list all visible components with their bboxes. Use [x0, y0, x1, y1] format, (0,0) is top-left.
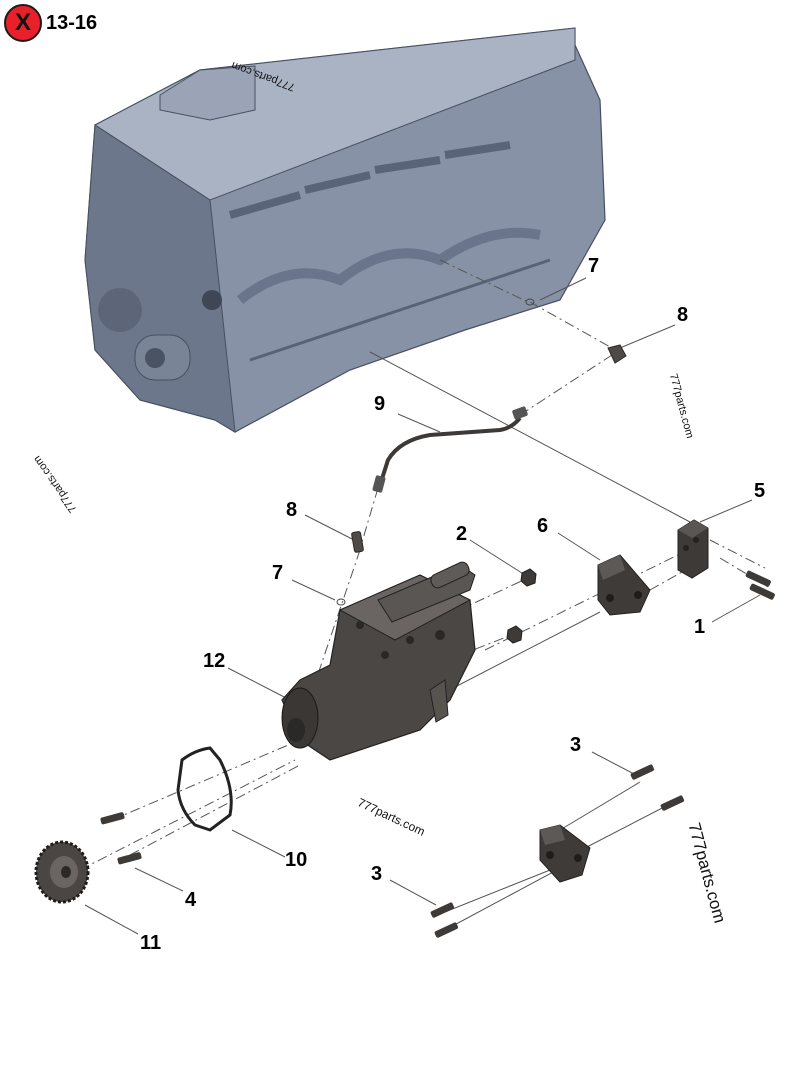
callout-3[interactable]: 3: [570, 734, 582, 756]
callout-10[interactable]: 10: [285, 849, 308, 871]
lower-bracket: [539, 824, 591, 883]
o-ring-7: [336, 598, 346, 606]
bolt-1: [745, 570, 775, 600]
callout-11[interactable]: 11: [140, 932, 162, 954]
callout-7[interactable]: 7: [272, 562, 284, 584]
diagram-header: X 13-16: [4, 4, 98, 42]
engine-block: [84, 27, 606, 433]
callout-1[interactable]: 1: [694, 616, 706, 638]
callout-3[interactable]: 3: [371, 863, 383, 885]
callout-6[interactable]: 6: [537, 515, 549, 537]
callout-7[interactable]: 7: [588, 255, 600, 277]
drive-gear-11: [34, 840, 90, 904]
spacer-block-5: [677, 519, 709, 579]
bracket-6: [597, 554, 651, 616]
close-badge-icon[interactable]: X: [4, 4, 42, 42]
callout-8[interactable]: 8: [286, 499, 298, 521]
gasket-10: [176, 746, 233, 832]
callout-2[interactable]: 2: [456, 523, 468, 545]
callout-5[interactable]: 5: [754, 480, 766, 502]
callout-4[interactable]: 4: [185, 889, 197, 911]
stud-4: [100, 812, 142, 865]
diagram-reference: 13-16: [46, 11, 98, 34]
nut-2: [506, 568, 537, 644]
fitting-8: [351, 344, 627, 553]
fuel-pump-12: [281, 561, 476, 761]
callout-8[interactable]: 8: [677, 304, 689, 326]
callout-9[interactable]: 9: [374, 393, 386, 415]
o-ring-7: [525, 298, 535, 306]
bolt-3: [430, 764, 685, 938]
fuel-hose-9: [372, 406, 528, 493]
callout-12[interactable]: 12: [203, 650, 226, 672]
